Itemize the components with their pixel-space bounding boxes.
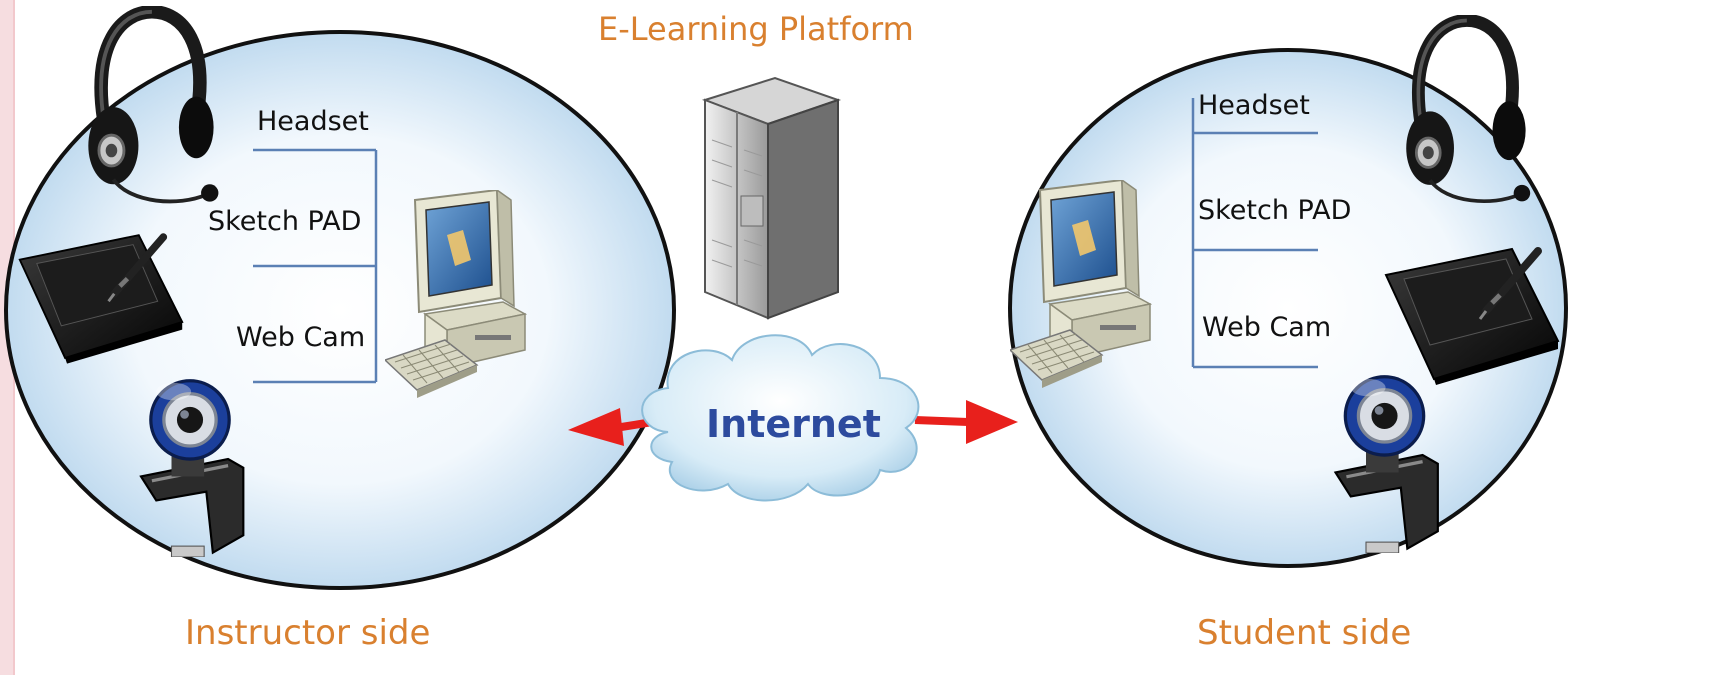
platform-title: E-Learning Platform (598, 10, 914, 48)
instructor-side-label: Instructor side (185, 613, 431, 653)
instructor-device-bracket (253, 148, 378, 384)
student-headset-label: Headset (1198, 90, 1310, 121)
right-arrow (914, 400, 1018, 444)
student-side-label: Student side (1197, 613, 1412, 653)
instructor-headset-label: Headset (257, 106, 369, 137)
instructor-sketchpad-label: Sketch PAD (208, 206, 362, 237)
server-icon (701, 76, 842, 320)
student-sketchpad-label: Sketch PAD (1198, 195, 1352, 226)
cloud-icon (641, 334, 920, 502)
instructor-webcam-label: Web Cam (236, 322, 366, 353)
student-device-bracket (1191, 98, 1318, 369)
internet-label: Internet (706, 402, 881, 446)
student-webcam-label: Web Cam (1202, 312, 1332, 343)
